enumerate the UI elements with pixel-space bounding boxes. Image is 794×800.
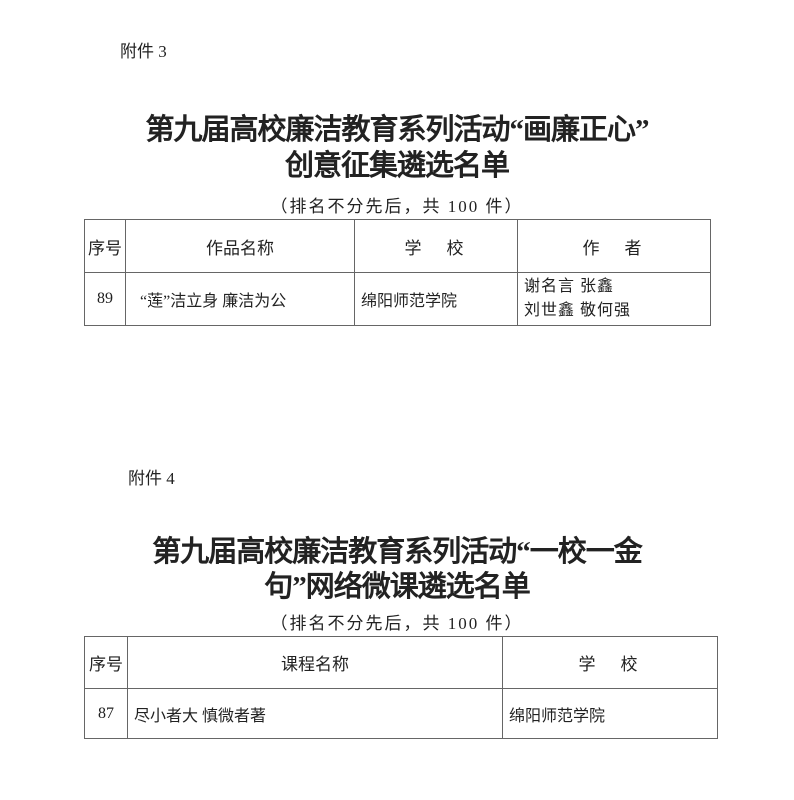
cell-course-name: 尽小者大 慎微者著 xyxy=(127,688,503,739)
attachment-3-label: 附件 3 xyxy=(120,42,167,61)
attachment-4-title-line1: 第九届高校廉洁教育系列活动“一校一金 xyxy=(152,536,643,568)
col-header-course-name: 课程名称 xyxy=(127,636,503,689)
attachment-3-table: 序号 作品名称 学 校 作 者 89 “莲”洁立身 廉洁为公 绵阳师范学院 谢名… xyxy=(84,219,711,326)
table-header-row: 序号 作品名称 学 校 作 者 xyxy=(84,219,711,273)
col-header-number: 序号 xyxy=(84,219,126,273)
attachment-4-label: 附件 4 xyxy=(128,469,175,488)
cell-number: 87 xyxy=(84,688,128,739)
cell-authors: 谢名言 张鑫 刘世鑫 敬何强 xyxy=(517,272,711,326)
cell-number: 89 xyxy=(84,272,126,326)
cell-work-name: “莲”洁立身 廉洁为公 xyxy=(125,272,355,326)
attachment-4-table: 序号 课程名称 学 校 87 尽小者大 慎微者著 绵阳师范学院 xyxy=(84,636,718,739)
attachment-3-title-line2: 创意征集遴选名单 xyxy=(284,150,510,182)
attachment-3-subtitle: （排名不分先后，共 100 件） xyxy=(270,197,524,216)
col-header-number: 序号 xyxy=(84,636,128,689)
col-header-author: 作 者 xyxy=(517,219,711,273)
attachment-4-subtitle: （排名不分先后，共 100 件） xyxy=(270,614,524,633)
col-header-work-name: 作品名称 xyxy=(125,219,355,273)
col-header-school: 学 校 xyxy=(502,636,718,689)
authors-line-2: 刘世鑫 敬何强 xyxy=(524,302,632,319)
cell-school: 绵阳师范学院 xyxy=(502,688,718,739)
authors-line-1: 谢名言 张鑫 xyxy=(524,278,615,295)
col-header-school: 学 校 xyxy=(354,219,518,273)
attachment-4-title-line2: 句”网络微课遴选名单 xyxy=(264,571,531,603)
table-row: 87 尽小者大 慎微者著 绵阳师范学院 xyxy=(84,688,718,739)
table-row: 89 “莲”洁立身 廉洁为公 绵阳师范学院 谢名言 张鑫 刘世鑫 敬何强 xyxy=(84,272,711,326)
cell-school: 绵阳师范学院 xyxy=(354,272,518,326)
table-header-row: 序号 课程名称 学 校 xyxy=(84,636,718,689)
attachment-3-title-line1: 第九届高校廉洁教育系列活动“画廉正心” xyxy=(145,114,649,146)
